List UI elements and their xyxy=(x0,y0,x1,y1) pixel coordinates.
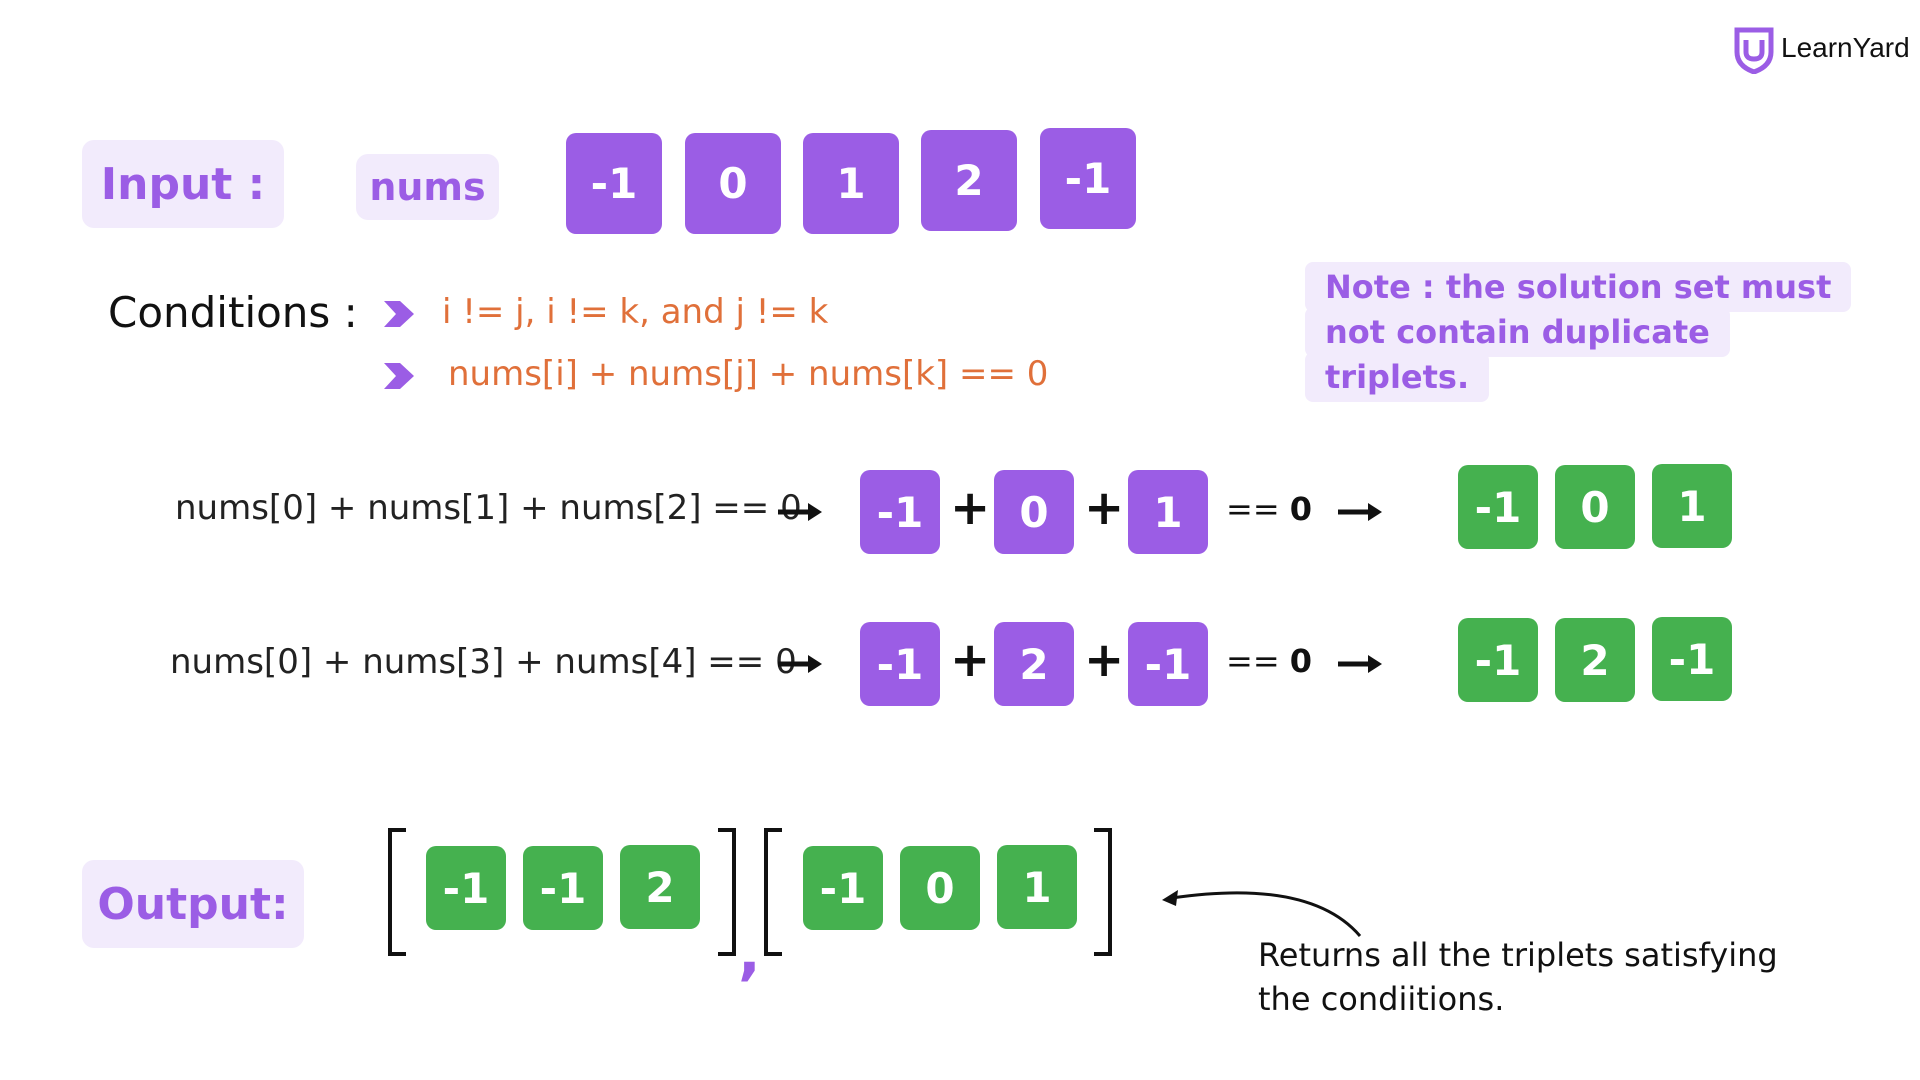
equation-expression: nums[0] + nums[1] + nums[2] == 0 xyxy=(175,488,802,528)
equals-zero: == 0 xyxy=(1226,490,1313,528)
note-line: Note : the solution set must xyxy=(1305,262,1852,312)
equation-expression: nums[0] + nums[3] + nums[4] == 0 xyxy=(170,642,797,682)
output-value: 0 xyxy=(900,846,980,930)
condition-item: nums[i] + nums[j] + nums[k] == 0 xyxy=(448,354,1049,394)
plus-sign: + xyxy=(1084,480,1125,536)
input-value: -1 xyxy=(1040,128,1136,229)
nums-label: nums xyxy=(356,154,499,220)
input-value: 0 xyxy=(685,133,781,234)
annotation-line: the condiitions. xyxy=(1258,980,1505,1018)
brand-name: LearnYard xyxy=(1781,32,1910,63)
left-bracket-icon xyxy=(764,828,782,956)
right-bracket-icon xyxy=(718,828,736,956)
result-value: 2 xyxy=(1555,618,1635,702)
result-value: -1 xyxy=(1458,618,1538,702)
arrow-right-icon xyxy=(778,503,822,521)
plus-sign: + xyxy=(950,480,991,536)
learnyard-logo: LearnYard xyxy=(1733,26,1910,74)
term-value: -1 xyxy=(1128,622,1208,706)
chevron-right-icon xyxy=(384,363,414,389)
shield-icon xyxy=(1734,27,1774,74)
output-value: -1 xyxy=(426,846,506,930)
result-value: 1 xyxy=(1652,464,1732,548)
note-line: not contain duplicate xyxy=(1305,307,1730,357)
plus-sign: + xyxy=(1084,632,1125,688)
term-value: 2 xyxy=(994,622,1074,706)
note-line: triplets. xyxy=(1305,352,1490,402)
output-value: -1 xyxy=(523,846,603,930)
curved-arrow-icon xyxy=(1162,890,1362,937)
output-value: -1 xyxy=(803,846,883,930)
output-value: 1 xyxy=(997,845,1077,929)
right-bracket-icon xyxy=(1094,828,1112,956)
output-separator: , xyxy=(738,918,761,988)
equals-zero: == 0 xyxy=(1226,642,1313,680)
result-value: -1 xyxy=(1652,617,1732,701)
term-value: 1 xyxy=(1128,470,1208,554)
condition-item: i != j, i != k, and j != k xyxy=(442,292,829,332)
input-value: 1 xyxy=(803,133,899,234)
result-value: -1 xyxy=(1458,465,1538,549)
left-bracket-icon xyxy=(388,828,406,956)
output-value: 2 xyxy=(620,845,700,929)
term-value: -1 xyxy=(860,622,940,706)
input-value: 2 xyxy=(921,130,1017,231)
input-value: -1 xyxy=(566,133,662,234)
arrow-right-icon xyxy=(1338,655,1382,673)
annotation-line: Returns all the triplets satisfying xyxy=(1258,936,1778,974)
output-label: Output: xyxy=(82,860,304,948)
plus-sign: + xyxy=(950,632,991,688)
conditions-label: Conditions : xyxy=(108,288,358,337)
result-value: 0 xyxy=(1555,465,1635,549)
term-value: 0 xyxy=(994,470,1074,554)
chevron-right-icon xyxy=(384,301,414,327)
arrow-right-icon xyxy=(1338,503,1382,521)
term-value: -1 xyxy=(860,470,940,554)
input-label: Input : xyxy=(82,140,284,228)
arrow-right-icon xyxy=(778,655,822,673)
